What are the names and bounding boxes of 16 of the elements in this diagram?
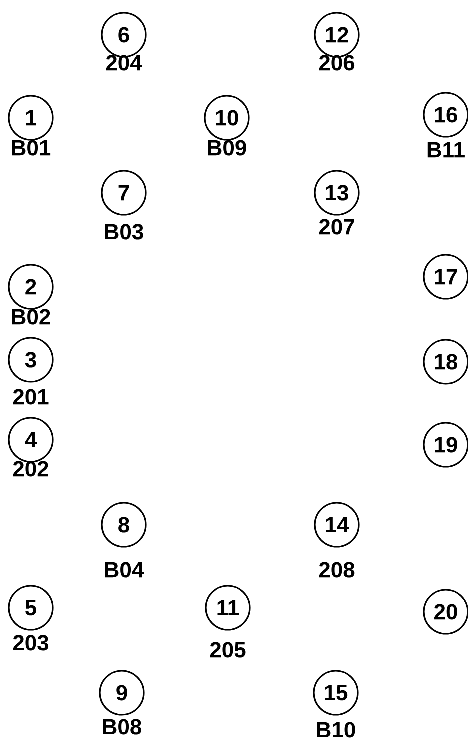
- circle-label: B10: [317, 722, 356, 738]
- circle-label: B11: [428, 142, 465, 158]
- circle-label: 202: [13, 461, 48, 477]
- circle-label: B03: [105, 224, 144, 240]
- circle-label: B01: [12, 140, 51, 156]
- circle-label: 205: [210, 642, 246, 658]
- circle-label: B02: [12, 309, 50, 325]
- circle-label: 206: [319, 55, 355, 71]
- circle-label: 201: [13, 389, 49, 405]
- circle-label: B08: [103, 719, 142, 735]
- circle-label: 208: [319, 562, 355, 578]
- circle-label: B04: [105, 562, 144, 578]
- circle-label: 207: [319, 219, 354, 235]
- circle-label: 204: [106, 55, 142, 71]
- circle-label: B09: [208, 140, 246, 156]
- circle-label: 203: [13, 635, 49, 651]
